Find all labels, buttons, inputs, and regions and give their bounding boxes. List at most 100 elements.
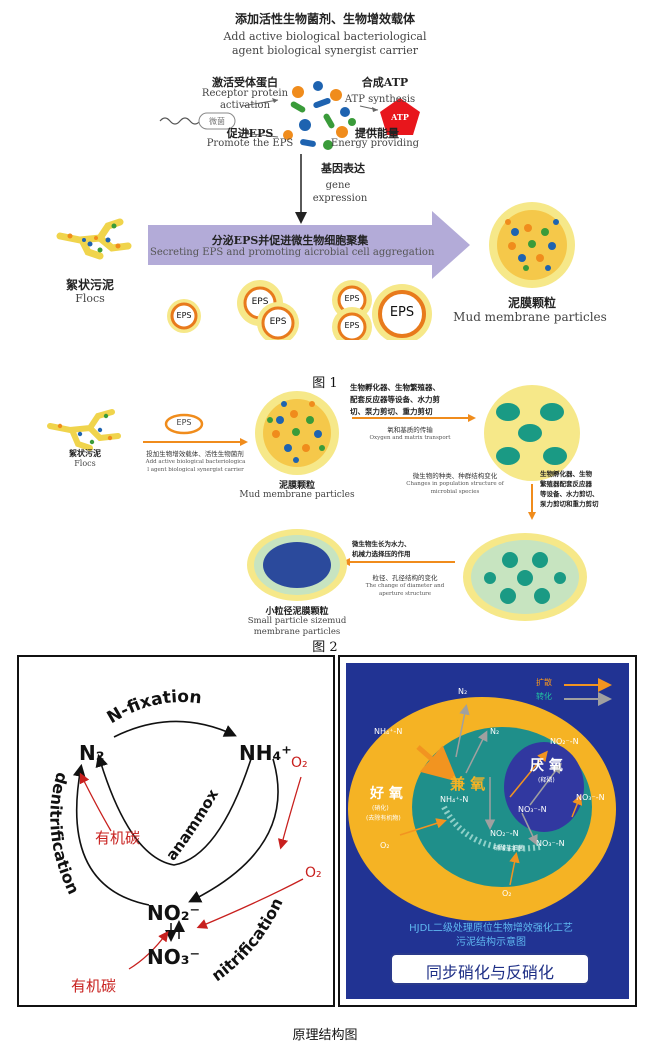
- eps-label-6: EPS: [389, 305, 415, 320]
- aerobic-sub-2: (去除有机物): [366, 815, 401, 822]
- n2-label-a: N₂: [458, 687, 468, 696]
- flocs-cn: 絮状污泥: [65, 278, 114, 292]
- atp-pentagon-icon: [380, 98, 420, 135]
- energy-cn: 提供能量: [355, 127, 399, 140]
- no2-label-b: NO₂⁻-N: [490, 829, 519, 838]
- fig2-mud-cn: 泥膜颗粒: [278, 481, 315, 491]
- legend-diffuse-label: 扩散: [536, 678, 552, 687]
- fig2-add-cn: 投加生物增效载体、活性生物菌剂: [146, 450, 244, 458]
- organic-carbon-label-2: 有机碳: [71, 977, 117, 995]
- fig2-right-cn-4: 泵力剪切和重力剪切: [540, 500, 599, 508]
- fig2-small-en-1: Small particle sizemud: [247, 616, 347, 626]
- eps-label-1: EPS: [176, 311, 192, 320]
- eps-cn: 促进EPS: [226, 127, 274, 140]
- no2-label-a: NO₂⁻-N: [550, 737, 579, 746]
- o2-label-2: O₂: [305, 865, 322, 881]
- bottom-caption: 原理结构图: [292, 1028, 358, 1043]
- nh4-label-b: NH₄⁺-N: [440, 795, 469, 804]
- n2-label-b: N₂: [490, 727, 500, 736]
- fig2-oxy-cn: 氧和基质的传输: [387, 426, 433, 434]
- fig1-title-cn: 添加活性生物菌剂、生物增效载体: [234, 12, 415, 26]
- fig2-small-cn: 小粒径泥膜颗粒: [265, 607, 329, 617]
- aerobic-label: 好 氧: [370, 786, 403, 802]
- structure-desc-1: HJDL二级处理原位生物增效强化工艺: [409, 923, 573, 934]
- big-purple-arrow: [148, 211, 470, 279]
- structure-desc-2: 污泥结构示意图: [456, 937, 526, 948]
- atp-label: ATP: [391, 112, 409, 122]
- fig2-eps-label: EPS: [176, 418, 192, 427]
- no2-label: NO₂⁻: [147, 901, 201, 925]
- o2-label-b: O₂: [502, 889, 512, 898]
- particle-stage-3-icon: [463, 533, 587, 621]
- fig2-pop-en-1: Changes in population structure of: [406, 481, 504, 487]
- mud-particle-icon: [489, 202, 575, 288]
- eps-label-4: EPS: [344, 294, 360, 303]
- fig2-add-en-2: l agent biological synergist carrier: [147, 467, 244, 473]
- figure-1-caption: 图 1: [312, 376, 338, 391]
- fig2-right-cn-3: 等设备、水力剪切、: [540, 490, 599, 498]
- fig2-graphics: [47, 385, 587, 621]
- no3-label-b: NO₃⁻-N: [576, 793, 605, 802]
- fig2-flocs-en: Flocs: [74, 459, 96, 468]
- no3-label-c: NO₃⁻-N: [536, 839, 565, 848]
- bacteria-cluster-icon: [283, 81, 356, 150]
- eps-label-2: EPS: [251, 297, 269, 307]
- structure-banner: [390, 953, 590, 985]
- arrow-cn: 分泌EPS并促进微生物细胞聚集: [211, 234, 369, 247]
- mud-cn: 泥膜颗粒: [507, 296, 556, 310]
- eps-label-5: EPS: [344, 321, 360, 330]
- fig2-small-en-2: membrane particles: [253, 627, 341, 637]
- nh4-label-a: NH₄⁺-N: [374, 727, 403, 736]
- anoxic-label: 兼 氧: [450, 775, 486, 793]
- bacterial-film-label: 硝酸盐细菌: [494, 845, 525, 852]
- nitrogen-cycle-panel: N-fixation anammox denitrification nitri…: [17, 655, 335, 1007]
- fig1-title-en-1: Add active biological bacteriological: [223, 30, 427, 43]
- mud-en: Mud membrane particles: [453, 310, 607, 324]
- legend-transform-label: 转化: [536, 692, 552, 701]
- fig2-pop-en-2: microbial species: [430, 489, 480, 495]
- fig2-diam-en-1: The change of diameter and: [365, 583, 445, 589]
- fig2-grow-cn-2: 机械力选择压的作用: [352, 550, 411, 558]
- nitrification-label: nitrification: [208, 895, 287, 985]
- particle-stage-2-icon: [484, 385, 580, 481]
- gene-en-1: gene: [325, 180, 351, 191]
- fig1-graphics: [56, 81, 575, 340]
- o2-label-a: O₂: [380, 841, 390, 850]
- receptor-pill-label: 微菌: [209, 117, 225, 126]
- receptor-en-1: Receptor protein: [201, 88, 289, 99]
- nh4-label: NH₄⁺: [239, 741, 292, 765]
- sludge-structure-panel: 扩散 转化 好 氧 (硝化) (去除有机物) 兼 氧 厌 氧 (释磷) N₂ N…: [338, 655, 637, 1007]
- fig2-top-cn-1: 生物孵化器、生物繁殖器、: [350, 383, 440, 392]
- eps-en: Promote the EPS: [206, 138, 294, 149]
- fig2-right-cn-1: 生物孵化器、生物: [540, 470, 592, 478]
- fig2-grow-cn-1: 微生物生长为水力、: [352, 540, 411, 548]
- atp-en: ATP synthesis: [344, 94, 416, 105]
- fig2-top-cn-2: 配套反应器等设备、水力剪: [350, 395, 440, 404]
- small-particle-icon: [247, 529, 347, 601]
- o2-label-1: O₂: [291, 755, 308, 771]
- fig2-mud-particle-icon: [255, 391, 339, 475]
- eps-label-3: EPS: [269, 317, 287, 327]
- fig2-mud-en: Mud membrane particles: [239, 490, 355, 500]
- n2-label: N₂: [79, 741, 105, 765]
- fig2-flocs-cn: 絮状污泥: [69, 448, 101, 458]
- flocs-icon: [56, 218, 132, 260]
- anaerobic-label: 厌 氧: [530, 758, 563, 774]
- arrow-en: Secreting EPS and promoting aicrobial ce…: [150, 247, 435, 258]
- structure-graphics: [348, 678, 616, 921]
- fig2-add-en-1: Add active biological bacteriologica: [145, 459, 246, 465]
- fig2-oxy-en: Oxygen and matrix transport: [369, 435, 451, 441]
- receptor-cn: 激活受体蛋白: [212, 76, 278, 89]
- fig2-right-cn-2: 繁殖器配套反应器: [540, 480, 592, 488]
- no3-label-a: NO₃⁻-N: [518, 805, 547, 814]
- figure-2-caption: 图 2: [312, 640, 338, 655]
- nitrogen-cycle-graphics: N-fixation anammox denitrification nitri…: [46, 687, 304, 985]
- organic-carbon-label-1: 有机碳: [95, 829, 141, 847]
- anammox-label: anammox: [162, 786, 222, 864]
- fig1-title-en-2: agent biological synergist carrier: [231, 44, 419, 57]
- fig2-diam-en-2: aperture structure: [379, 591, 431, 597]
- eps-bubbles: [167, 280, 432, 340]
- structure-banner-text: 同步硝化与反硝化: [425, 963, 554, 982]
- atp-cn: 合成ATP: [361, 76, 409, 89]
- fig2-diam-cn: 粒径、孔径结构的变化: [372, 574, 438, 582]
